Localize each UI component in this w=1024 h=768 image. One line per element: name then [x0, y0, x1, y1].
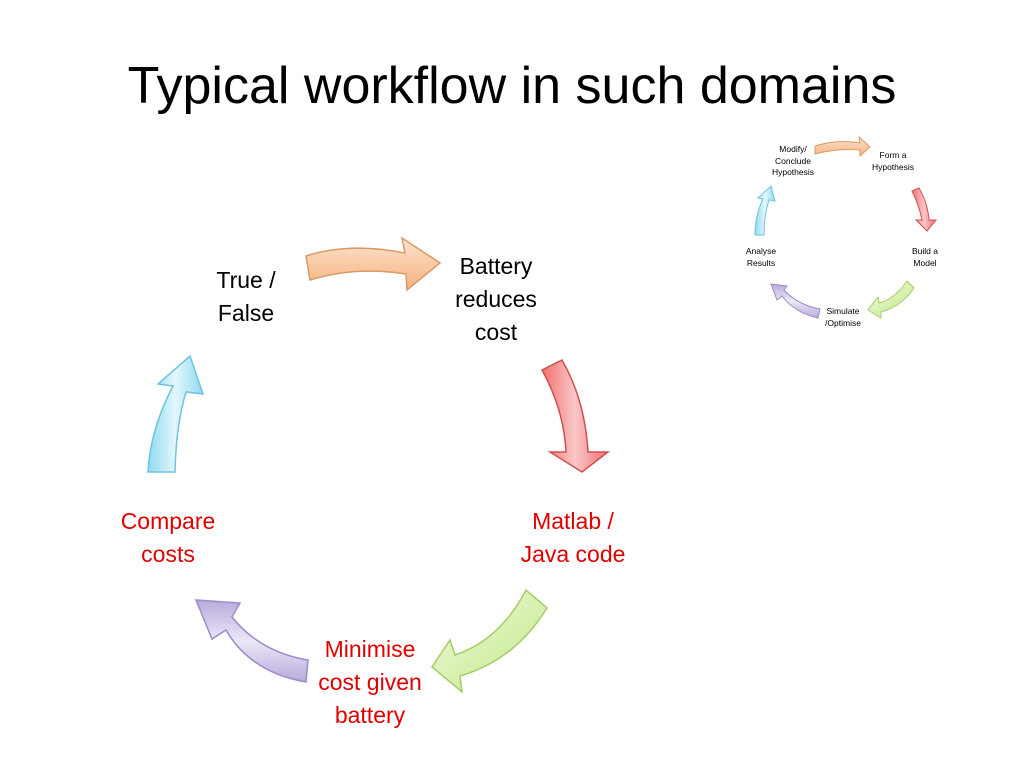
- mini-arrow-modify-to-form: [814, 135, 871, 158]
- mini-arrow-simulate-to-analyse: [770, 283, 821, 319]
- mini-node-form-hypothesis: Form a Hypothesis: [871, 150, 915, 172]
- mini-node-analyse-results: Analyse Results: [745, 246, 777, 268]
- mini-node-build-model: Build a Model: [912, 246, 938, 268]
- mini-arrow-analyse-to-modify: [754, 185, 776, 236]
- mini-arrow-build-to-simulate: [867, 280, 915, 319]
- reference-cycle-arrows: [754, 135, 938, 319]
- node-matlab-java-code: Matlab / Java code: [520, 508, 626, 567]
- node-battery-reduces-cost: Battery reduces cost: [455, 253, 537, 345]
- slide-title: Typical workflow in such domains: [127, 57, 897, 115]
- node-compare-costs: Compare costs: [120, 508, 216, 567]
- node-minimise-cost-given-battery: Minimise cost given battery: [318, 636, 422, 728]
- mini-arrow-form-to-build: [911, 187, 938, 232]
- mini-node-modify-conclude-hypothesis: Modify/ Conclude Hypothesis: [771, 144, 815, 177]
- arrow-battery-to-matlab: [540, 359, 611, 473]
- mini-node-simulate-optimise: Simulate /Optimise: [825, 306, 861, 328]
- arrow-truefalse-to-battery: [305, 236, 442, 292]
- arrow-matlab-to-minimise: [431, 588, 548, 694]
- node-true-false: True / False: [216, 267, 276, 326]
- arrow-minimise-to-compare: [194, 599, 309, 683]
- arrow-compare-to-truefalse: [147, 354, 205, 473]
